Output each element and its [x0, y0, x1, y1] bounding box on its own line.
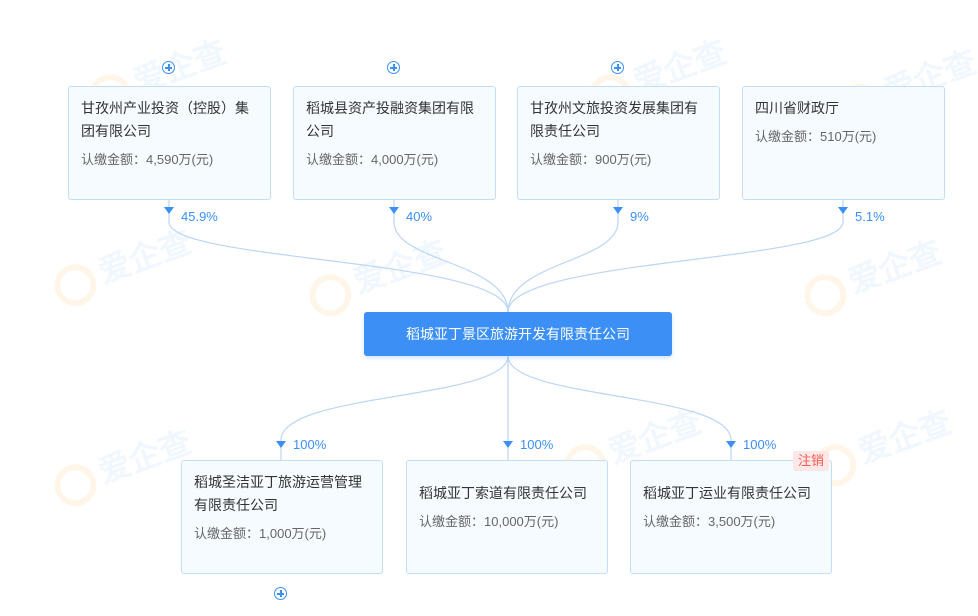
arrow-down-icon [389, 207, 399, 214]
plus-circle-icon[interactable] [387, 61, 400, 74]
shareholder-amount: 认缴金额：900万(元) [530, 152, 652, 167]
arrow-down-icon [276, 441, 286, 448]
shareholder-node[interactable]: 四川省财政厅 认缴金额：510万(元) [742, 86, 945, 200]
investment-name: 稻城亚丁索道有限责任公司 [419, 485, 587, 501]
arrow-down-icon [726, 441, 736, 448]
investment-name: 稻城圣洁亚丁旅游运营管理有限责任公司 [194, 474, 362, 513]
investment-percent: 100% [520, 437, 554, 452]
shareholding-percent: 9% [630, 209, 649, 224]
shareholder-node[interactable]: 甘孜州产业投资（控股）集团有限公司 认缴金额：4,590万(元) [68, 86, 271, 200]
shareholder-node[interactable]: 甘孜州文旅投资发展集团有限责任公司 认缴金额：900万(元) [517, 86, 720, 200]
investment-amount: 认缴金额：10,000万(元) [419, 514, 559, 529]
investment-amount: 认缴金额：1,000万(元) [194, 526, 327, 541]
arrow-down-icon [613, 207, 623, 214]
investment-percent: 100% [743, 437, 777, 452]
investment-node[interactable]: 稻城亚丁运业有限责任公司 认缴金额：3,500万(元) [630, 460, 832, 574]
shareholding-percent: 40% [406, 209, 433, 224]
connector-shareholder-3 [507, 200, 619, 313]
arrow-down-icon [838, 207, 848, 214]
shareholder-name: 甘孜州产业投资（控股）集团有限公司 [81, 100, 249, 139]
shareholder-name: 稻城县资产投融资集团有限公司 [306, 100, 474, 139]
plus-circle-icon[interactable] [162, 61, 175, 74]
status-badge: 注销 [793, 451, 830, 471]
connector-shareholder-4 [507, 200, 844, 313]
connector-investment-3 [507, 355, 732, 460]
arrow-down-icon [503, 441, 513, 448]
investment-amount: 认缴金额：3,500万(元) [643, 514, 776, 529]
arrow-down-icon [164, 207, 174, 214]
plus-circle-icon[interactable] [611, 61, 624, 74]
shareholder-amount: 认缴金额：4,590万(元) [81, 152, 214, 167]
shareholder-amount: 认缴金额：4,000万(元) [306, 152, 439, 167]
shareholder-name: 四川省财政厅 [755, 100, 839, 116]
shareholder-name: 甘孜州文旅投资发展集团有限责任公司 [530, 100, 698, 139]
target-company-node[interactable]: 稻城亚丁景区旅游开发有限责任公司 [364, 312, 672, 356]
connector-shareholder-2 [393, 200, 509, 313]
investment-percent: 100% [293, 437, 327, 452]
connector-shareholder-1 [168, 200, 509, 313]
shareholder-amount: 认缴金额：510万(元) [755, 129, 877, 144]
shareholding-percent: 45.9% [181, 209, 218, 224]
investment-node[interactable]: 稻城圣洁亚丁旅游运营管理有限责任公司 认缴金额：1,000万(元) [181, 460, 383, 574]
connector-investment-1 [280, 355, 509, 460]
investment-node[interactable]: 稻城亚丁索道有限责任公司 认缴金额：10,000万(元) [406, 460, 608, 574]
shareholding-percent: 5.1% [855, 209, 885, 224]
plus-circle-icon[interactable] [274, 587, 287, 600]
shareholder-node[interactable]: 稻城县资产投融资集团有限公司 认缴金额：4,000万(元) [293, 86, 496, 200]
investment-name: 稻城亚丁运业有限责任公司 [643, 485, 811, 501]
